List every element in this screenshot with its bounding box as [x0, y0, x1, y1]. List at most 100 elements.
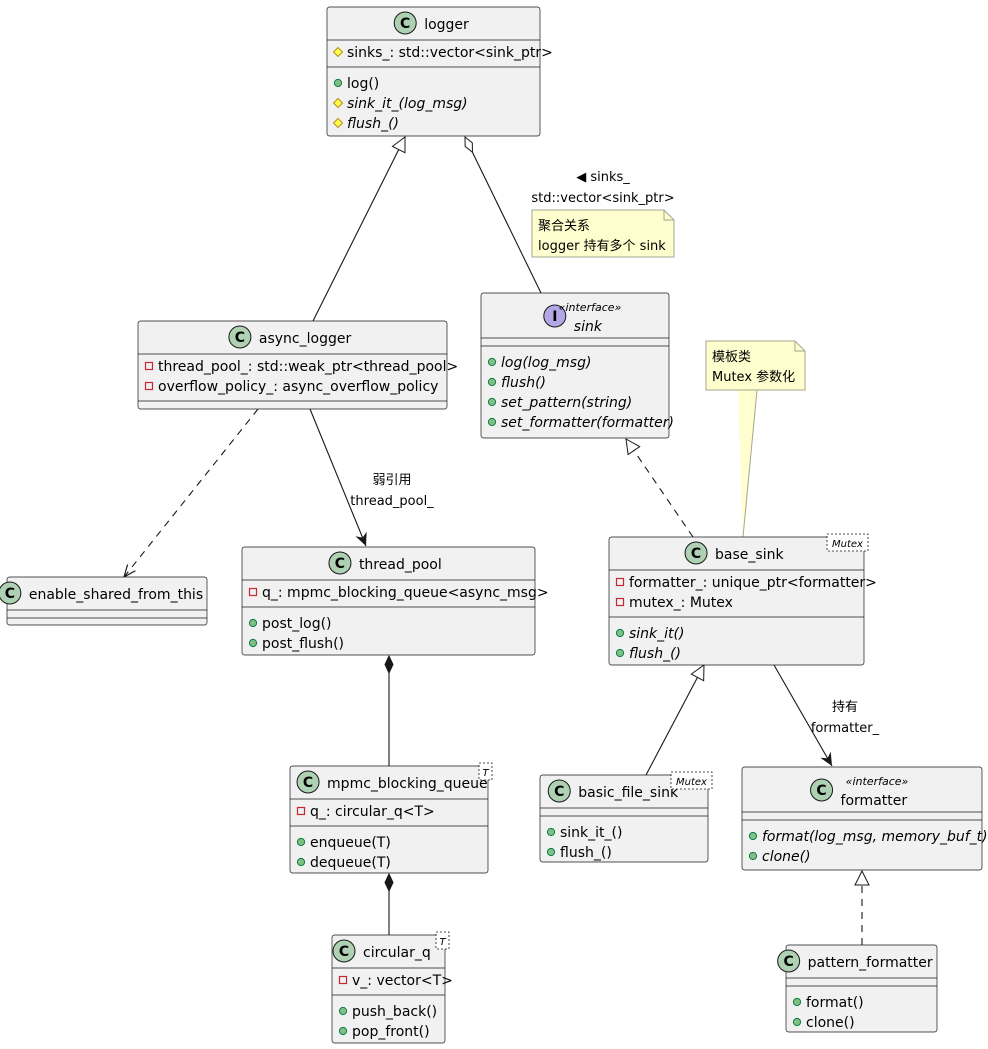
note-text: logger 持有多个 sink [538, 238, 666, 254]
relation-extends [312, 137, 405, 322]
note-text: 聚合关系 [538, 219, 590, 234]
class-name: enable_shared_from_this [29, 587, 203, 603]
relation-label: 持有 [832, 700, 858, 715]
class-method: sink_it_(log_msg) [347, 96, 468, 112]
public-visibility-icon [248, 638, 258, 648]
class-name: async_logger [259, 331, 352, 347]
relation-label: thread_pool_ [350, 494, 434, 509]
public-visibility-icon [615, 648, 625, 658]
private-visibility-icon [615, 597, 625, 607]
class-field: v_: vector<T> [352, 973, 453, 989]
class-sink[interactable]: I«interface» sink log(log_msg) flush() set_p… [480, 292, 674, 439]
public-visibility-icon [792, 1017, 802, 1027]
stereotype-label: «interface» [846, 775, 909, 788]
protected-visibility-icon [332, 117, 344, 129]
class-field: q_: circular_q<T> [310, 804, 435, 820]
class-method: clone() [806, 1015, 855, 1031]
class-method: flush_() [347, 116, 399, 132]
class-method: log() [347, 76, 379, 92]
protected-visibility-icon [332, 46, 344, 58]
class-field: sinks_: std::vector<sink_ptr> [347, 45, 553, 61]
public-visibility-icon [333, 78, 343, 88]
class-method: enqueue(T) [310, 835, 391, 851]
class-name: mpmc_blocking_queue [327, 776, 488, 792]
class-icon: C [393, 11, 417, 35]
class-name: thread_pool [359, 557, 442, 573]
class-field: overflow_policy_: async_overflow_policy [158, 379, 438, 395]
stereotype-label: «interface» [559, 301, 622, 314]
private-visibility-icon [338, 975, 348, 985]
private-visibility-icon [248, 587, 258, 597]
class-method: clone() [762, 849, 811, 865]
template-parameter-text: Mutex [832, 539, 863, 550]
class-method: format(log_msg, memory_buf_t) [762, 829, 988, 845]
protected-visibility-icon [332, 97, 344, 109]
class-icon-letter: C [691, 546, 701, 562]
template-parameter-text: T [439, 937, 446, 948]
class-icon-letter: C [5, 586, 15, 602]
template-parameter-text: T [482, 768, 489, 779]
note: 聚合关系 logger 持有多个 sink [531, 209, 675, 258]
class-icon-letter: C [235, 330, 245, 346]
relation-label: formatter_ [811, 721, 880, 736]
class-method: format() [806, 995, 864, 1011]
relation-implements [626, 439, 694, 538]
public-visibility-icon [338, 1006, 348, 1016]
note: 模板类 Mutex 参数化 [705, 340, 806, 391]
public-visibility-icon [546, 847, 556, 857]
class-icon: C [547, 779, 571, 803]
public-visibility-icon [487, 397, 497, 407]
public-visibility-icon [487, 417, 497, 427]
class-name: circular_q [363, 945, 431, 961]
note-text: Mutex 参数化 [712, 369, 795, 385]
class-icon-letter: C [335, 556, 345, 572]
class-method: post_flush() [262, 636, 344, 652]
class-icon-letter: C [400, 16, 410, 32]
class-icon: C [810, 778, 834, 802]
public-visibility-icon [792, 997, 802, 1007]
class-icon: C [296, 770, 320, 794]
class-field: formatter_: unique_ptr<formatter> [629, 575, 877, 591]
public-visibility-icon [296, 837, 306, 847]
relation-association: 弱引用 thread_pool_ [309, 408, 434, 547]
template-parameter-text: Mutex [676, 777, 707, 788]
relation-association: 持有 formatter_ [773, 664, 880, 767]
class-name: base_sink [715, 547, 784, 563]
class-icon: C [777, 949, 801, 973]
class-method: dequeue(T) [310, 855, 391, 871]
class-icon: C [684, 541, 708, 565]
class-method: pop_front() [352, 1024, 430, 1040]
relation-label: 弱引用 [372, 473, 411, 488]
class-method: flush() [501, 375, 546, 391]
class-name: sink [574, 319, 603, 335]
note-text: 模板类 [712, 350, 751, 365]
class-icon-letter: I [552, 309, 557, 325]
class-method: set_pattern(string) [501, 395, 632, 411]
class-method: sink_it() [629, 626, 684, 642]
class-method: post_log() [262, 616, 332, 632]
relation-dependency [124, 408, 259, 577]
class-method: push_back() [352, 1004, 437, 1020]
class-method: log(log_msg) [501, 355, 591, 371]
template-parameter: Mutex [826, 533, 869, 552]
template-parameter: T [478, 762, 493, 781]
private-visibility-icon [144, 381, 154, 391]
public-visibility-icon [248, 618, 258, 628]
template-parameter: Mutex [670, 771, 713, 790]
class-field: q_: mpmc_blocking_queue<async_msg> [262, 585, 549, 601]
public-visibility-icon [748, 851, 758, 861]
public-visibility-icon [748, 831, 758, 841]
public-visibility-icon [546, 827, 556, 837]
private-visibility-icon [296, 806, 306, 816]
